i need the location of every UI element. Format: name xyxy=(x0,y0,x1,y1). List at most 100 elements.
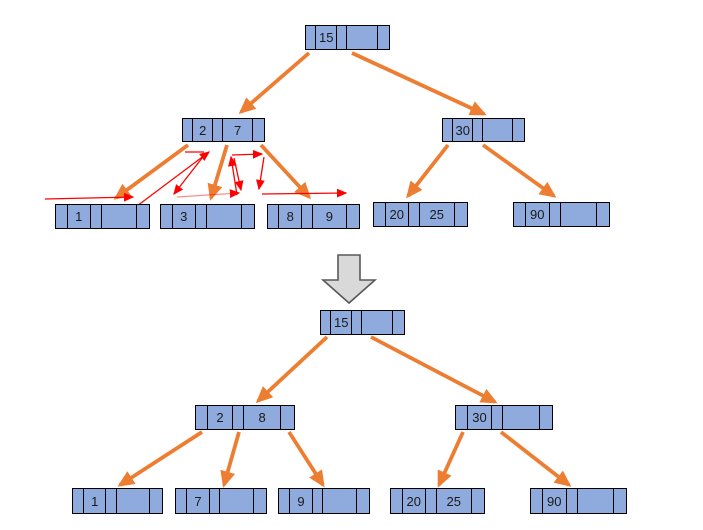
after-2-8-to-leaf-7-arrow xyxy=(220,431,241,488)
before-leaf-1: 1 xyxy=(55,204,150,229)
node-pointer-cell xyxy=(409,203,420,226)
node-key-cell xyxy=(578,489,614,513)
node-pointer-cell xyxy=(456,406,468,429)
node-pointer-cell xyxy=(233,406,245,429)
after-node-30: 30 xyxy=(455,405,553,430)
traversal-arrows xyxy=(44,149,348,207)
enter-leaf-1-arrow xyxy=(44,192,135,202)
node-pointer-cell xyxy=(357,489,369,513)
node-key-cell: 30 xyxy=(453,119,474,141)
leaf-1-up-to-key-2-arrow xyxy=(136,151,211,207)
node-pointer-cell xyxy=(337,26,347,49)
node-pointer-cell xyxy=(391,489,403,513)
key-7-down-to-leaf-arrow xyxy=(256,156,265,191)
node-pointer-cell xyxy=(540,406,552,429)
before-30-to-leaf-90-arrow xyxy=(481,143,557,198)
ptr-to-key-7-arrow xyxy=(231,149,264,159)
node-pointer-cell xyxy=(210,489,221,513)
exit-right-arrow xyxy=(261,188,348,198)
node-pointer-cell xyxy=(279,489,291,513)
node-key-cell xyxy=(362,311,394,334)
node-key-cell xyxy=(483,119,514,141)
node-key-cell xyxy=(347,26,379,49)
node-pointer-cell xyxy=(137,205,149,228)
node-pointer-cell xyxy=(176,489,188,513)
node-pointer-cell xyxy=(352,311,362,334)
node-key-cell xyxy=(561,203,597,226)
node-pointer-cell xyxy=(347,205,359,228)
before-leaf-90: 90 xyxy=(513,202,610,227)
node-pointer-cell xyxy=(253,119,264,141)
ptr-down-to-leaf-3-arrow xyxy=(233,157,244,192)
node-pointer-cell xyxy=(443,119,454,141)
after-30-to-leaf-90-arrow xyxy=(499,430,572,487)
node-pointer-cell xyxy=(455,203,467,226)
transform-down-arrow xyxy=(320,254,378,305)
node-key-cell: 30 xyxy=(468,406,492,429)
node-pointer-cell xyxy=(242,205,254,228)
after-30-to-leaf-20-25-arrow xyxy=(437,431,465,488)
node-pointer-cell xyxy=(313,489,324,513)
node-pointer-cell xyxy=(213,119,223,141)
node-pointer-cell xyxy=(321,311,332,334)
node-key-cell: 2 xyxy=(193,119,214,141)
node-key-cell: 20 xyxy=(403,489,426,513)
node-key-cell xyxy=(220,489,255,513)
after-2-8-to-leaf-1-arrow xyxy=(117,430,204,487)
before-30-to-leaf-20-25-arrow xyxy=(406,143,450,199)
node-key-cell: 25 xyxy=(437,489,472,513)
node-pointer-cell xyxy=(378,26,389,49)
node-pointer-cell xyxy=(56,205,68,228)
after-leaf-1: 1 xyxy=(72,488,163,514)
node-key-cell: 9 xyxy=(313,205,348,228)
node-key-cell: 9 xyxy=(290,489,313,513)
node-pointer-cell xyxy=(472,489,484,513)
node-pointer-cell xyxy=(91,205,102,228)
node-pointer-cell xyxy=(302,205,313,228)
node-key-cell: 3 xyxy=(173,205,196,228)
before-2-7-to-leaf-3-arrow xyxy=(207,144,229,201)
key-2-down-to-leaf-3-arrow xyxy=(173,152,207,196)
node-pointer-cell xyxy=(514,203,526,226)
node-pointer-cell xyxy=(473,119,483,141)
node-pointer-cell xyxy=(393,311,404,334)
node-pointer-cell xyxy=(268,205,280,228)
node-pointer-cell xyxy=(161,205,173,228)
node-key-cell xyxy=(207,205,242,228)
before-2-7-to-leaf-1-arrow xyxy=(113,143,190,200)
before-root: 15 xyxy=(305,25,390,50)
node-pointer-cell xyxy=(492,406,504,429)
before-root-to-2-7-arrow xyxy=(238,51,311,114)
after-2-8-to-leaf-9-arrow xyxy=(287,430,325,488)
node-key-cell: 1 xyxy=(68,205,91,228)
node-key-cell: 90 xyxy=(543,489,567,513)
before-2-7-to-leaf-8-9-arrow xyxy=(259,143,312,200)
node-pointer-cell xyxy=(106,489,117,513)
node-pointer-cell xyxy=(550,203,561,226)
node-key-cell: 90 xyxy=(526,203,550,226)
after-root-to-2-8-arrow xyxy=(255,335,329,404)
node-pointer-cell xyxy=(73,489,85,513)
after-leaf-90: 90 xyxy=(530,488,627,514)
before-node-30: 30 xyxy=(442,118,525,142)
after-leaf-9: 9 xyxy=(278,488,370,514)
node-key-cell: 25 xyxy=(420,203,455,226)
node-pointer-cell xyxy=(196,205,207,228)
traverse-leaf-3-arrow xyxy=(176,189,241,198)
node-key-cell xyxy=(323,489,358,513)
node-key-cell: 7 xyxy=(187,489,210,513)
node-key-cell: 15 xyxy=(316,26,338,49)
node-key-cell: 15 xyxy=(331,311,353,334)
node-pointer-cell xyxy=(597,203,609,226)
before-root-to-30-arrow xyxy=(351,51,487,116)
node-pointer-cell xyxy=(374,203,386,226)
node-key-cell: 1 xyxy=(84,489,107,513)
node-pointer-cell xyxy=(196,406,209,429)
